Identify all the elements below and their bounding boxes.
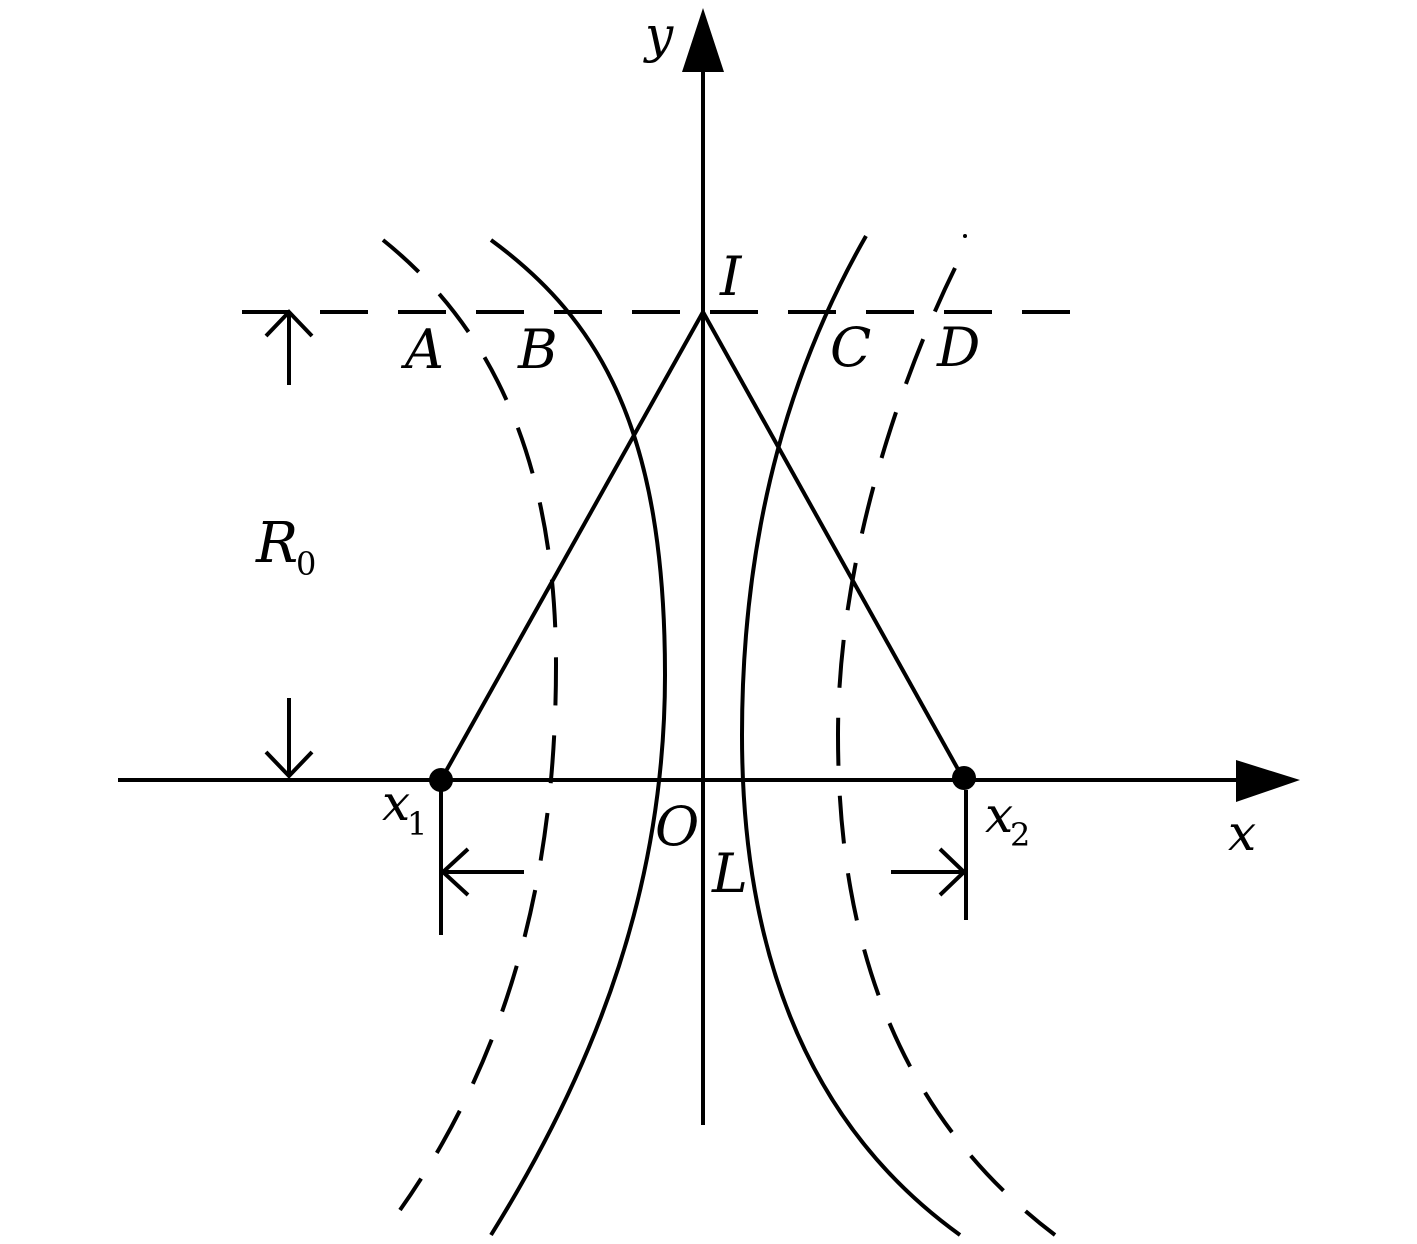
left-source-point — [429, 768, 453, 792]
r0-upper-arrowhead — [264, 309, 314, 338]
right-source-point — [952, 766, 976, 790]
x-axis-arrowhead — [1236, 760, 1300, 802]
right-ray — [701, 311, 966, 781]
x-axis-label: x — [1228, 804, 1256, 862]
apex-label: I — [719, 245, 743, 308]
curve-d — [835, 267, 1057, 1237]
curve-a-label: A — [400, 318, 444, 381]
left-source-label: x — [382, 774, 410, 832]
r0-lower-arrowhead — [264, 750, 314, 779]
right-source-label: x — [985, 786, 1013, 844]
curve-d-label: D — [936, 316, 980, 379]
curve-a — [381, 238, 559, 1212]
curve-d-top-dot — [963, 234, 967, 238]
r0-label: R — [255, 511, 298, 576]
origin-label: O — [655, 795, 699, 858]
curve-b — [489, 238, 668, 1237]
left-ray — [439, 311, 705, 781]
r0-subscript: 0 — [296, 545, 316, 583]
curve-b-label: B — [517, 318, 558, 381]
curve-c-label: C — [830, 316, 871, 379]
y-axis-label: y — [643, 6, 674, 64]
right-source-subscript: 2 — [1010, 816, 1030, 854]
l-label: L — [711, 842, 748, 905]
y-axis-arrowhead — [682, 8, 724, 72]
left-source-subscript: 1 — [407, 805, 427, 843]
curve-c — [739, 235, 962, 1237]
l-right-arrowhead — [938, 847, 967, 897]
l-left-arrowhead — [440, 847, 470, 897]
